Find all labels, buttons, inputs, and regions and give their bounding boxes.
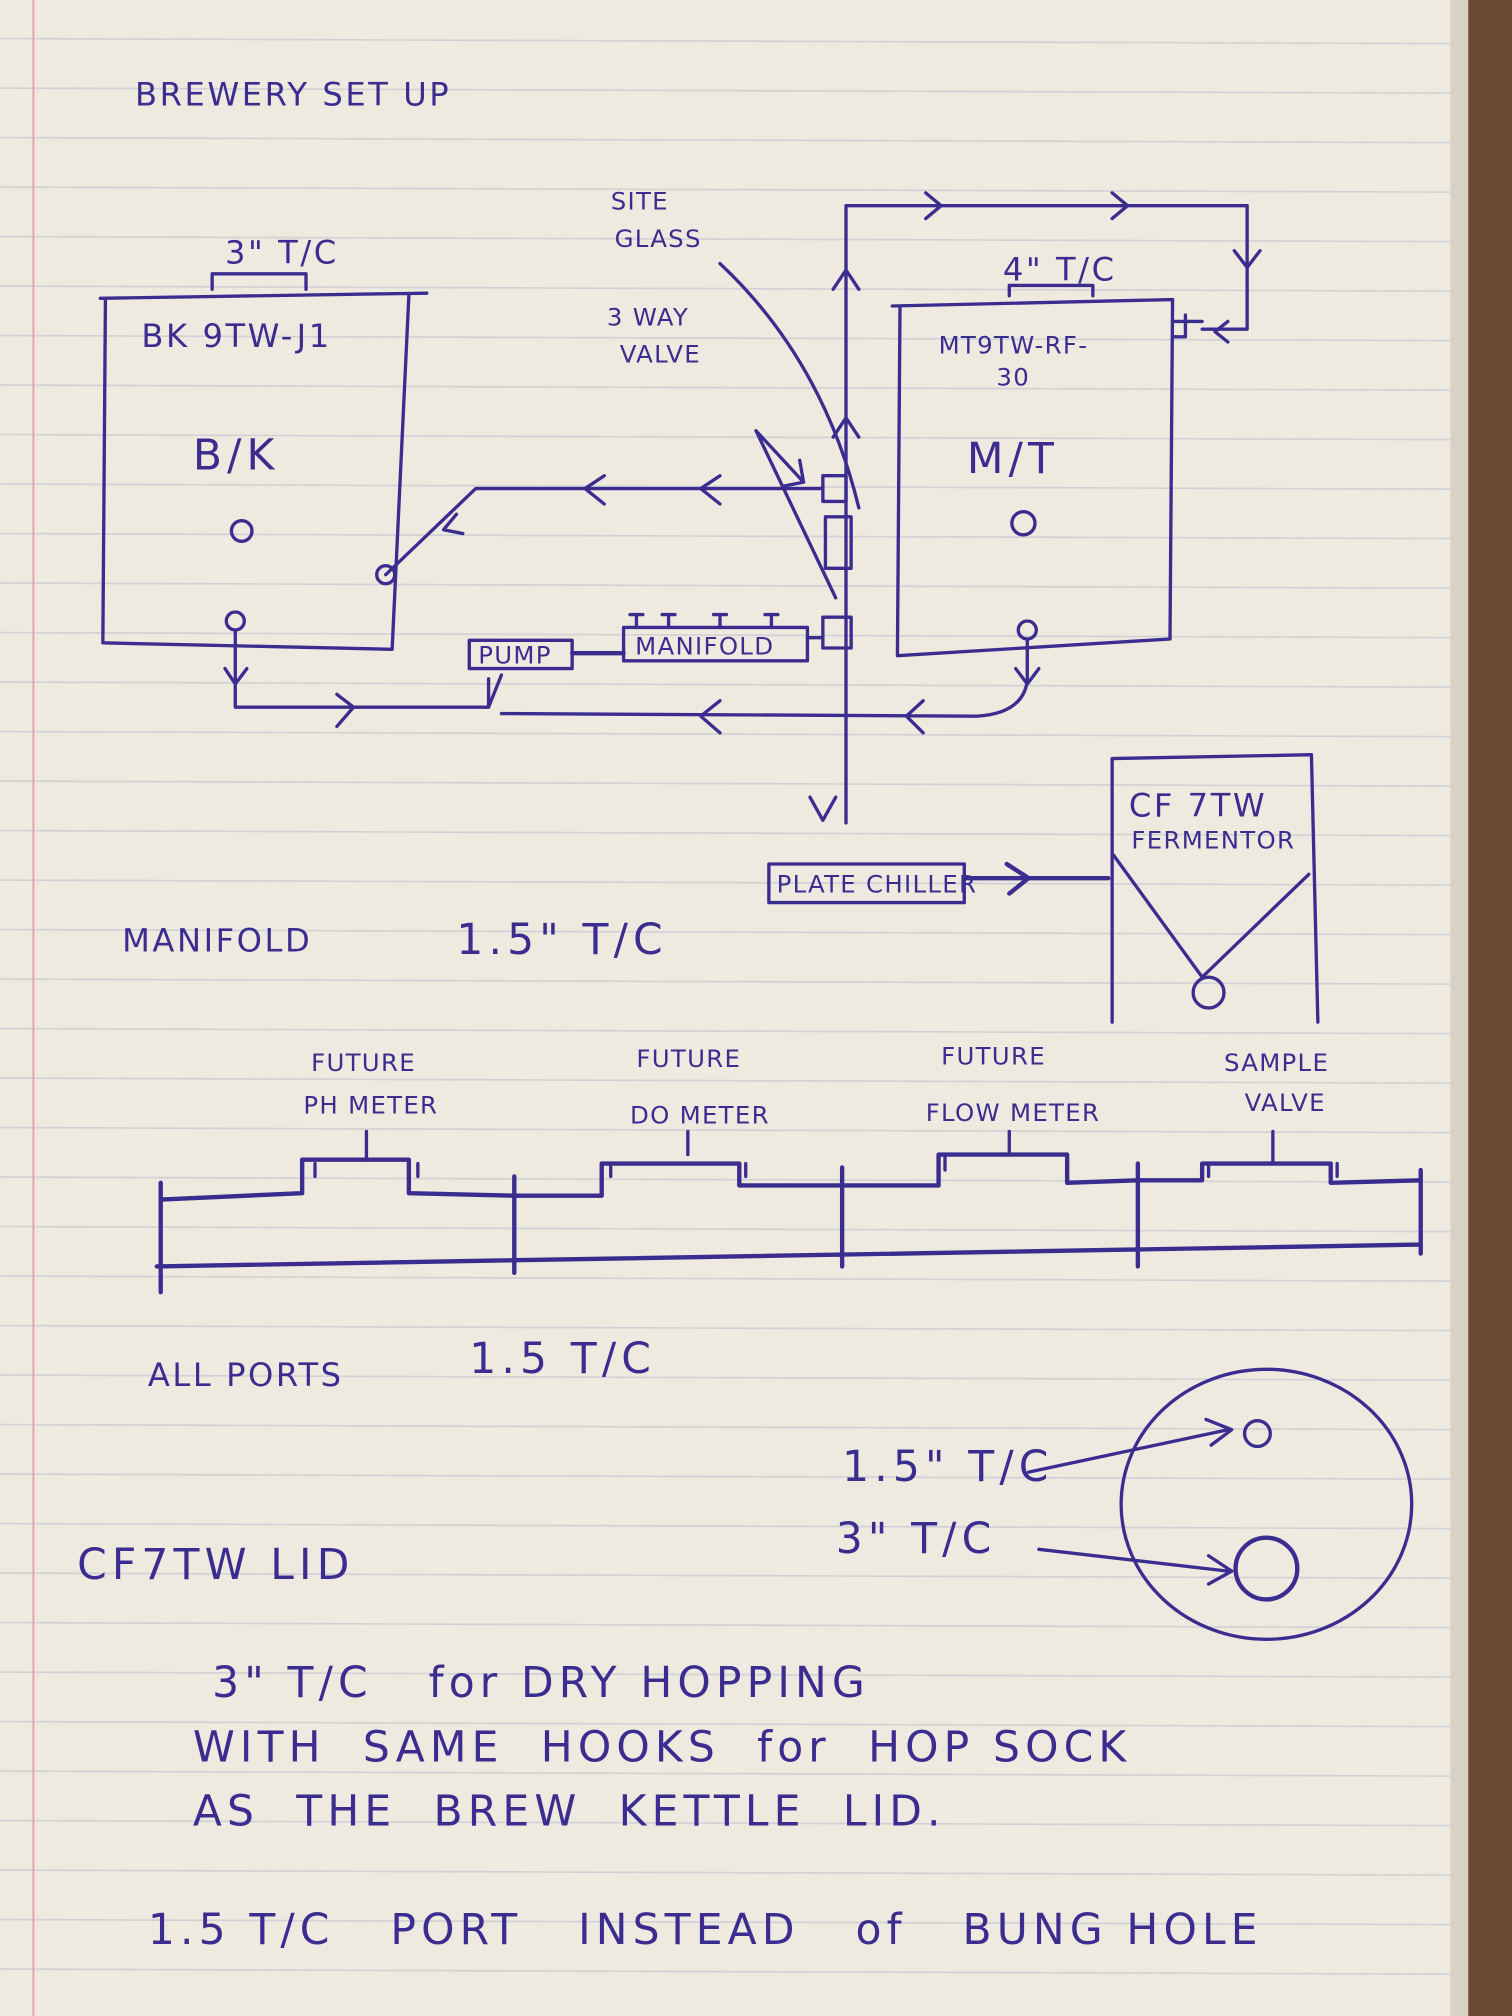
lid-large-port-label: 3" T/C [836,1515,997,1564]
fermentor-model-label: CF 7TW [1129,786,1267,824]
mt-port-label: 4" T/C [1003,250,1117,288]
port-2-line1: FUTURE [636,1044,741,1073]
plate-chiller-label: PLATE CHILLER [777,869,978,898]
ruled-line [0,1374,1466,1382]
manifold-section-label: MANIFOLD [122,921,312,959]
port-4-line1: SAMPLE [1224,1048,1329,1077]
fermentor: PLATE CHILLER CF 7TW FERMENTOR [767,753,1320,1024]
mt-model-label: MT9TW-RF- [939,331,1089,360]
port-1-line2: PH METER [303,1090,438,1119]
ruled-line [0,582,1466,590]
paper-edge [1450,0,1469,2016]
ruled-line [0,1968,1466,1976]
ruled-line [0,1918,1466,1926]
ruled-line [0,1077,1466,1085]
ruled-line [0,1819,1466,1827]
port-3-line2: FLOW METER [926,1098,1101,1127]
sight-glass-label: SITE [611,187,669,216]
ruled-line [0,1176,1466,1184]
manifold-size-label: 1.5" T/C [456,916,667,965]
ruled-line [0,1225,1466,1233]
ruled-line [0,1423,1466,1431]
port-3-line1: FUTURE [941,1042,1046,1071]
ruled-line [0,1522,1466,1530]
ruled-line [0,186,1466,194]
ruled-line [0,1720,1466,1728]
ruled-line [0,1027,1466,1035]
port-4-line2: VALVE [1245,1088,1326,1117]
ruled-line [0,87,1466,95]
ruled-line [0,1671,1466,1679]
ruled-line [0,730,1466,738]
mt-model-label-2: 30 [996,363,1030,392]
ruled-line [0,1473,1466,1481]
valve-label-2: VALVE [620,340,701,369]
mash-tun: 4" T/C MT9TW-RF- 30 M/T [499,191,1262,825]
ruled-line [0,1770,1466,1778]
ruled-lines [0,37,1466,1976]
ruled-line [0,1126,1466,1134]
valve-label: 3 WAY [607,302,689,331]
notebook-edge [1465,0,1512,2016]
ruled-line [0,285,1466,293]
bk-short-label: B/K [193,431,280,480]
ruled-line [0,928,1466,936]
page-title: BREWERY SET UP [135,75,451,113]
bk-model-label: BK 9TW-J1 [141,317,331,355]
ruled-line [0,384,1466,392]
ruled-line [0,334,1466,342]
ruled-line [0,433,1466,441]
note-line-1: 3" T/C for DRY HOPPING [212,1659,870,1708]
brew-kettle: 3" T/C BK 9TW-J1 B/K [98,234,504,729]
ruled-line [0,483,1466,491]
ruled-line [0,780,1466,788]
fermentor-label: FERMENTOR [1131,826,1295,855]
ruled-line [0,829,1466,837]
ruled-line [0,631,1466,639]
ruled-line [0,1869,1466,1877]
ruled-line [0,37,1466,45]
piping-center: SITE GLASS 3 WAY VALVE PUMP MANIFOLD [384,187,861,709]
lid-small-port-label: 1.5" T/C [842,1443,1053,1492]
ruled-line [0,879,1466,887]
sight-glass-label-2: GLASS [615,224,702,253]
manifold-detail: MANIFOLD 1.5" T/C FUTURE PH METER FUTURE… [122,916,1423,1394]
ruled-line [0,235,1466,243]
all-ports-label: ALL PORTS [148,1356,344,1394]
ruled-line [0,978,1466,986]
mt-short-label: M/T [967,435,1059,484]
port-1-line1: FUTURE [311,1048,416,1077]
ruled-line [0,1621,1466,1629]
ruled-line [0,1275,1466,1283]
note-line-3: AS THE BREW KETTLE LID. [193,1788,946,1837]
ruled-line [0,136,1466,144]
ruled-line [0,532,1466,540]
lid-detail: CF7TW LID 1.5" T/C 3" T/C [77,1367,1414,1641]
port-2-line2: DO METER [630,1101,770,1130]
ruled-line [0,681,1466,689]
all-ports-size: 1.5 T/C [469,1335,656,1384]
note-line-2: WITH SAME HOOKS for HOP SOCK [193,1723,1131,1772]
manifold-box-label: MANIFOLD [635,631,774,660]
ruled-line [0,1324,1466,1332]
bk-port-label: 3" T/C [225,234,339,272]
note-line-4: 1.5 T/C PORT INSTEAD of BUNG HOLE [148,1906,1263,1955]
notes: 3" T/C for DRY HOPPING WITH SAME HOOKS f… [148,1659,1263,1955]
pump-label: PUMP [478,640,552,669]
lid-label: CF7TW LID [77,1541,354,1590]
